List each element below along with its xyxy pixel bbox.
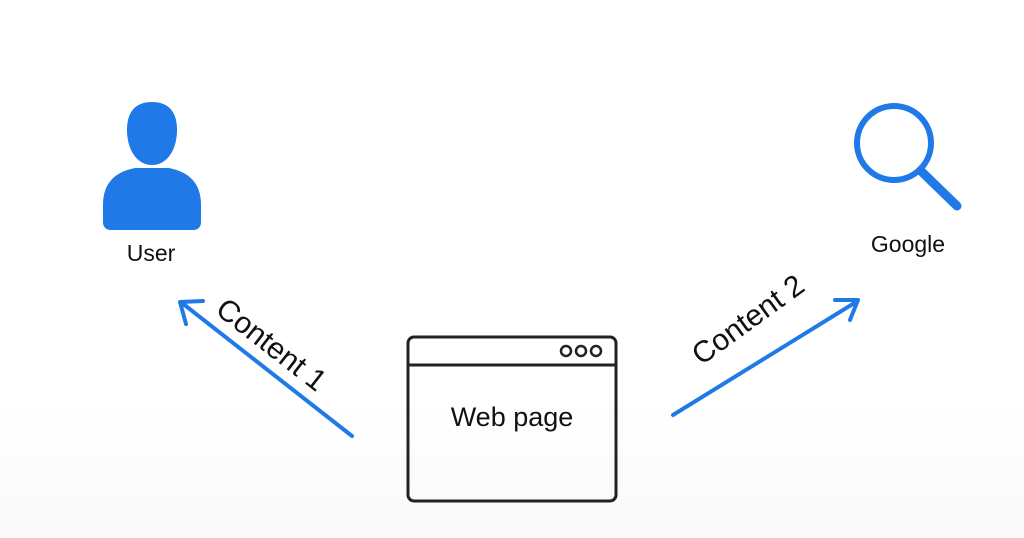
user-icon [103,102,201,230]
arrow-content-2 [671,298,860,417]
google-label: Google [870,231,946,257]
webpage-label: Web page [450,402,574,432]
user-label: User [126,240,176,266]
arrow-content-1 [178,299,354,438]
search-icon [854,103,962,211]
browser-window-icon [406,335,618,503]
